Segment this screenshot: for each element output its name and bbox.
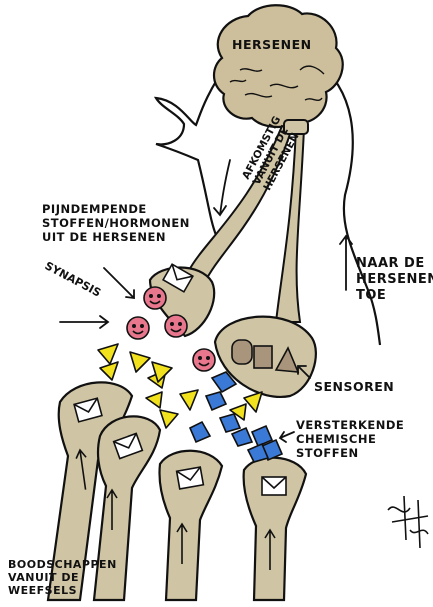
to-brain-label: NAAR DE HERSENEN TOE	[356, 256, 433, 304]
smiley-molecule-icon	[144, 287, 166, 309]
brain-shape	[214, 5, 343, 127]
painkillers-label: PIJNDEMPENDE STOFFEN/HORMONEN UIT DE HER…	[42, 202, 190, 244]
sensors-label: SENSOREN	[314, 380, 394, 394]
synapse-label: SYNAPSIS	[43, 259, 104, 299]
brain-label: HERSENEN	[232, 38, 312, 52]
arrow-down-icon	[214, 160, 230, 215]
smiley-molecule-icon	[165, 315, 187, 337]
tissue-messages-label: BOODSCHAPPEN VANUIT DE WEEFSELS	[8, 558, 117, 597]
tissue-nerve-ending-4	[244, 458, 306, 600]
envelope-icon	[262, 477, 286, 495]
smiley-molecule-icon	[127, 317, 149, 339]
tissue-nerve-ending-3	[159, 451, 222, 600]
signature-icon	[388, 496, 428, 548]
synapse-arrow-icon	[60, 316, 108, 328]
envelope-icon	[177, 467, 204, 489]
arrow-to-blue-molecules-icon	[280, 432, 294, 442]
arrow-to-molecules-icon	[104, 268, 134, 298]
smiley-molecule-icon	[193, 349, 215, 371]
amplifiers-label: VERSTERKENDE CHEMISCHE STOFFEN	[296, 418, 404, 460]
